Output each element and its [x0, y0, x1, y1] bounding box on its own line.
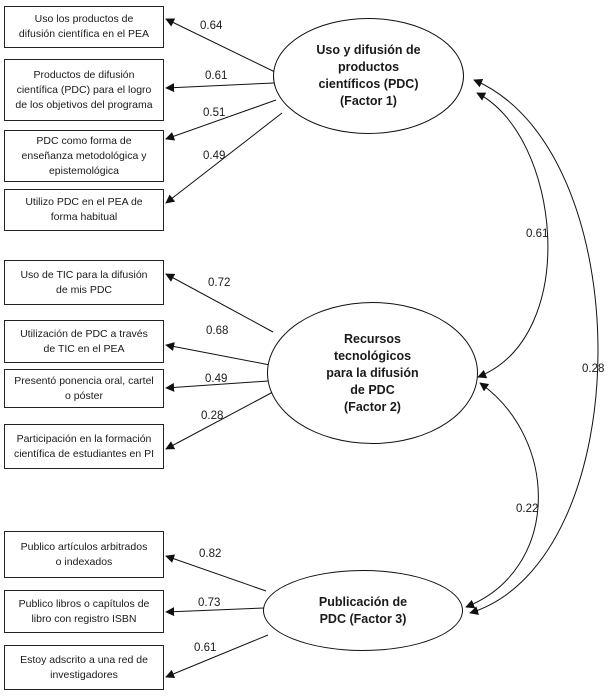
item-2-box: Productos de difusión científica (PDC) p…: [4, 59, 164, 121]
path-f1-i2: [165, 82, 275, 93]
factor-2-ellipse: Recursos tecnológicos para la difusión d…: [267, 302, 478, 444]
loading-item-4: 0.49: [203, 150, 226, 162]
corr-f2-f3-label: 0.22: [516, 503, 539, 515]
item-4-box: Utilizo PDC en el PEA de forma habitual: [4, 189, 164, 231]
loading-item-8: 0.28: [201, 410, 224, 422]
item-5-box: Uso de TIC para la difusión de mis PDC: [4, 260, 164, 305]
corr-f1-f2-label: 0.61: [526, 228, 549, 240]
item-1-box: Uso los productos de difusión científica…: [4, 6, 164, 48]
loading-item-6: 0.68: [206, 325, 229, 337]
factor-1-ellipse: Uso y difusión de productos científicos …: [273, 18, 464, 134]
path-f3-i10: [165, 607, 265, 617]
factor-3-ellipse: Publicación de PDC (Factor 3): [263, 570, 463, 651]
loading-item-2: 0.61: [205, 70, 228, 82]
item-6-box: Utilización de PDC a través de TIC en el…: [4, 320, 164, 363]
path-f3-i11: [165, 634, 269, 679]
item-3-box: PDC como forma de enseñanza metodológica…: [4, 130, 164, 182]
corr-f1-f3: [469, 79, 599, 615]
loading-item-1: 0.64: [200, 20, 223, 32]
corr-f1-f2: [476, 92, 549, 379]
corr-f2-f3: [465, 382, 539, 609]
corr-f1-f3-label: 0.28: [582, 363, 605, 375]
item-7-box: Presentó ponencia oral, cartel o póster: [4, 369, 164, 408]
path-f2-i6: [165, 342, 271, 366]
path-f3-i9: [165, 554, 267, 592]
item-10-box: Publico libros o capítulos de libro con …: [4, 590, 164, 633]
path-f2-i8: [165, 391, 274, 450]
loading-item-11: 0.61: [194, 642, 217, 654]
item-8-box: Participación en la formación científica…: [4, 424, 164, 469]
path-f1-i4: [165, 112, 283, 204]
loading-item-7: 0.49: [205, 373, 228, 385]
path-f1-i1: [165, 18, 276, 73]
loading-item-9: 0.82: [199, 548, 222, 560]
path-f1-i3: [165, 99, 277, 141]
path-f2-i5: [165, 273, 274, 333]
item-9-box: Publico artículos arbitrados o indexados: [4, 531, 164, 578]
item-11-box: Estoy adscrito a una red de investigador…: [4, 645, 164, 690]
loading-item-10: 0.73: [198, 597, 221, 609]
loading-item-3: 0.51: [203, 107, 226, 119]
path-f2-i7: [165, 380, 269, 392]
loading-item-5: 0.72: [208, 277, 231, 289]
